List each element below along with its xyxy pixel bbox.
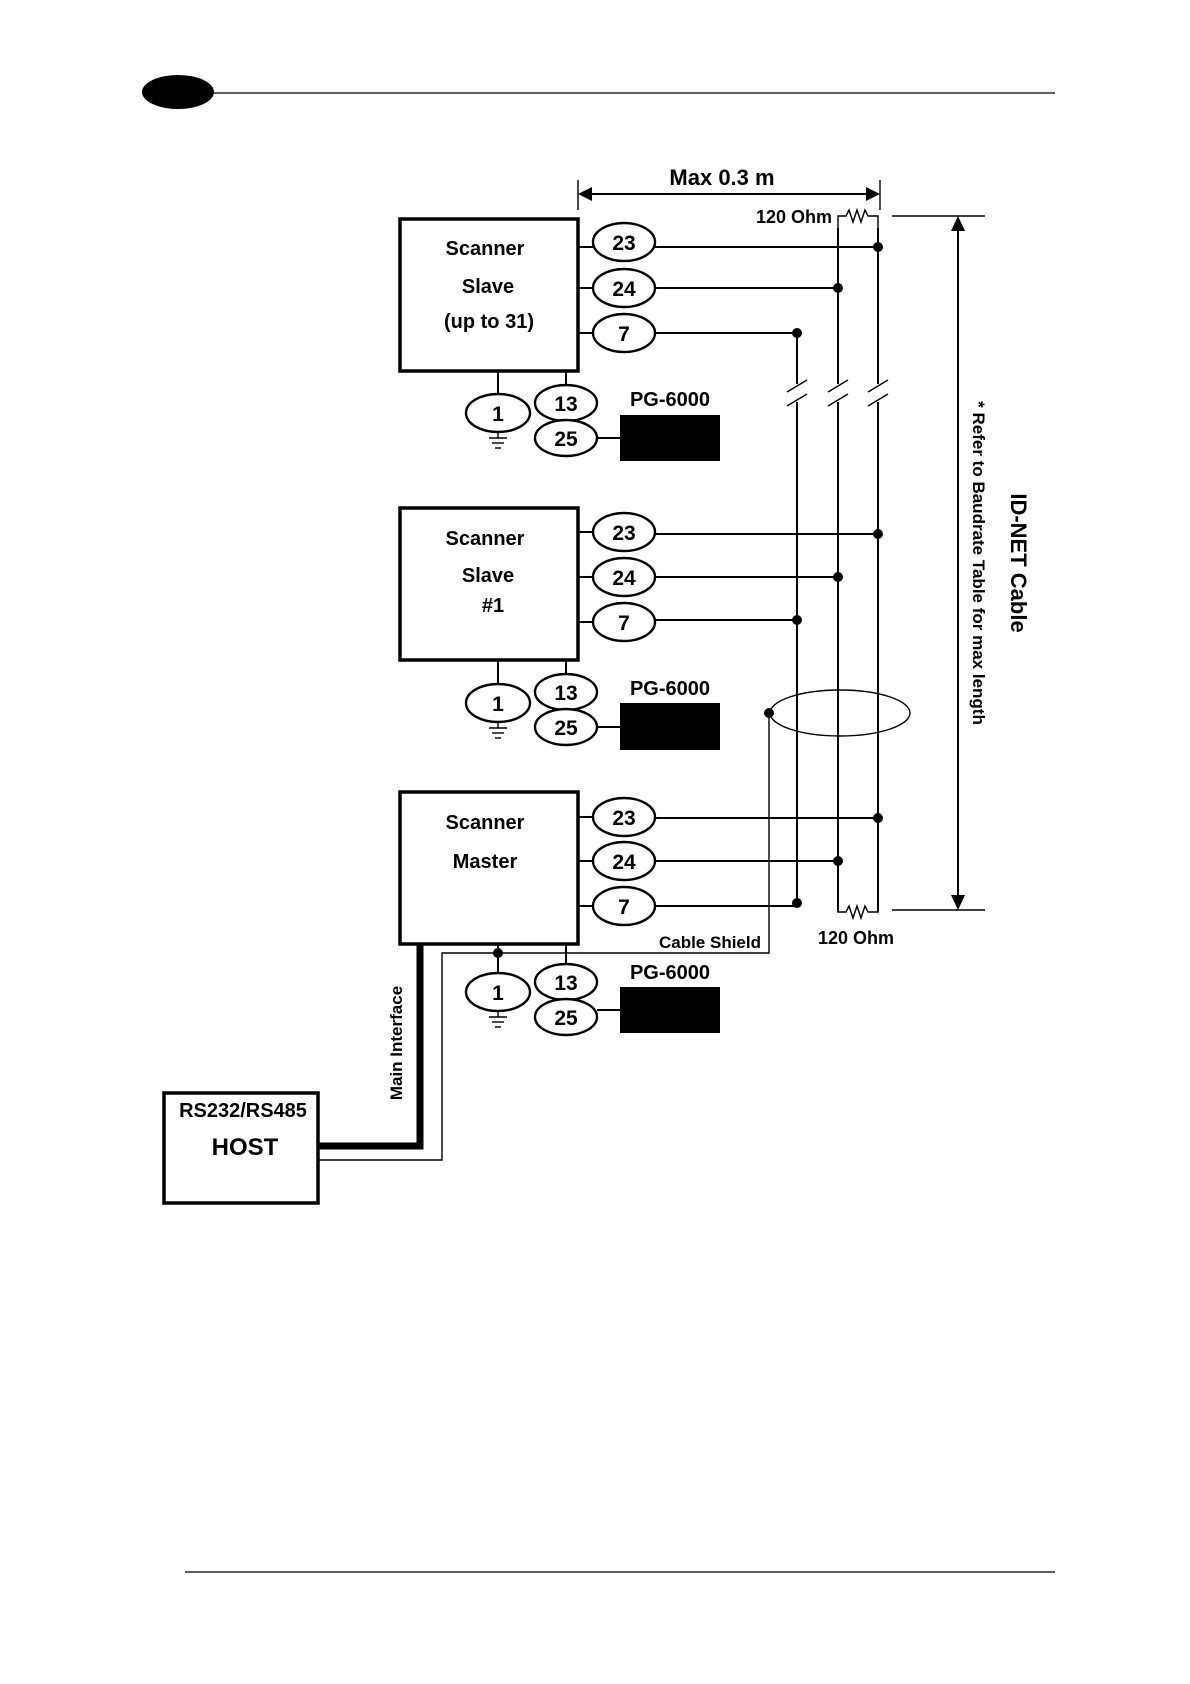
- power-supply-block: [620, 703, 720, 750]
- scanner-slave-last: Scanner Slave (up to 31) 23 24 7 1 13: [400, 219, 883, 461]
- pin-25-label: 25: [554, 428, 578, 451]
- cable-note: * Refer to Baudrate Table for max length: [969, 401, 988, 725]
- power-supply-block: [620, 415, 720, 461]
- ground-pin-label: 1: [492, 982, 504, 1005]
- resistor-bottom-label: 120 Ohm: [818, 928, 894, 948]
- ground-pin-label: 1: [492, 693, 504, 716]
- ground-icon: [489, 722, 507, 738]
- power-supply-label: PG-6000: [630, 678, 710, 700]
- pin-23-label: 23: [612, 807, 635, 830]
- ground-pin-label: 1: [492, 403, 504, 426]
- ground-icon: [489, 1011, 507, 1027]
- cable-shield-label: Cable Shield: [659, 933, 761, 952]
- host-line-2: HOST: [212, 1134, 279, 1161]
- pin-24-label: 24: [612, 278, 636, 301]
- pin-24-label: 24: [612, 851, 636, 874]
- scanner-line-3: #1: [482, 595, 504, 617]
- chapter-tab: [142, 75, 214, 109]
- main-interface-label: Main Interface: [387, 986, 406, 1100]
- bus-lines: [787, 228, 888, 912]
- pin-7-label: 7: [618, 323, 630, 346]
- pin-7-label: 7: [618, 896, 630, 919]
- pin-23-label: 23: [612, 232, 635, 255]
- main-interface-wire: Main Interface: [318, 944, 420, 1146]
- scanner-line-1: Scanner: [446, 812, 525, 834]
- pin-7-label: 7: [618, 612, 630, 635]
- power-supply-block: [620, 987, 720, 1033]
- max-length-label: Max 0.3 m: [669, 165, 774, 190]
- scanner-line-2: Slave: [462, 565, 514, 587]
- scanner-line-2: Slave: [462, 276, 514, 298]
- host-line-1: RS232/RS485: [179, 1100, 307, 1122]
- termination-resistor-top: 120 Ohm: [756, 207, 878, 228]
- scanner-line-1: Scanner: [446, 238, 525, 260]
- power-supply-label: PG-6000: [630, 962, 710, 984]
- scanner-line-1: Scanner: [446, 528, 525, 550]
- scanner-slave-1: Scanner Slave #1 23 24 7 1 13 25: [400, 508, 883, 750]
- pin-13-label: 13: [554, 393, 577, 416]
- termination-resistor-bottom: 120 Ohm: [818, 900, 894, 948]
- pin-25-label: 25: [554, 717, 578, 740]
- power-supply-label: PG-6000: [630, 389, 710, 411]
- cable-title: ID-NET Cable: [1006, 493, 1031, 632]
- pin-24-label: 24: [612, 567, 636, 590]
- pin-23-label: 23: [612, 522, 635, 545]
- scanner-master: Scanner Master 23 24 7 1 13 25: [400, 792, 883, 1035]
- pin-13-label: 13: [554, 972, 577, 995]
- pin-13-label: 13: [554, 682, 577, 705]
- resistor-top-label: 120 Ohm: [756, 207, 832, 227]
- cable-shield-ring: [770, 690, 910, 736]
- cable-length-indicator: ID-NET Cable * Refer to Baudrate Table f…: [892, 216, 1031, 910]
- host-box: RS232/RS485 HOST: [164, 1093, 318, 1203]
- pin-25-label: 25: [554, 1007, 578, 1030]
- scanner-line-3: (up to 31): [444, 311, 534, 333]
- ground-icon: [489, 432, 507, 448]
- scanner-line-2: Master: [453, 851, 518, 873]
- max-length-dimension: Max 0.3 m: [578, 165, 880, 210]
